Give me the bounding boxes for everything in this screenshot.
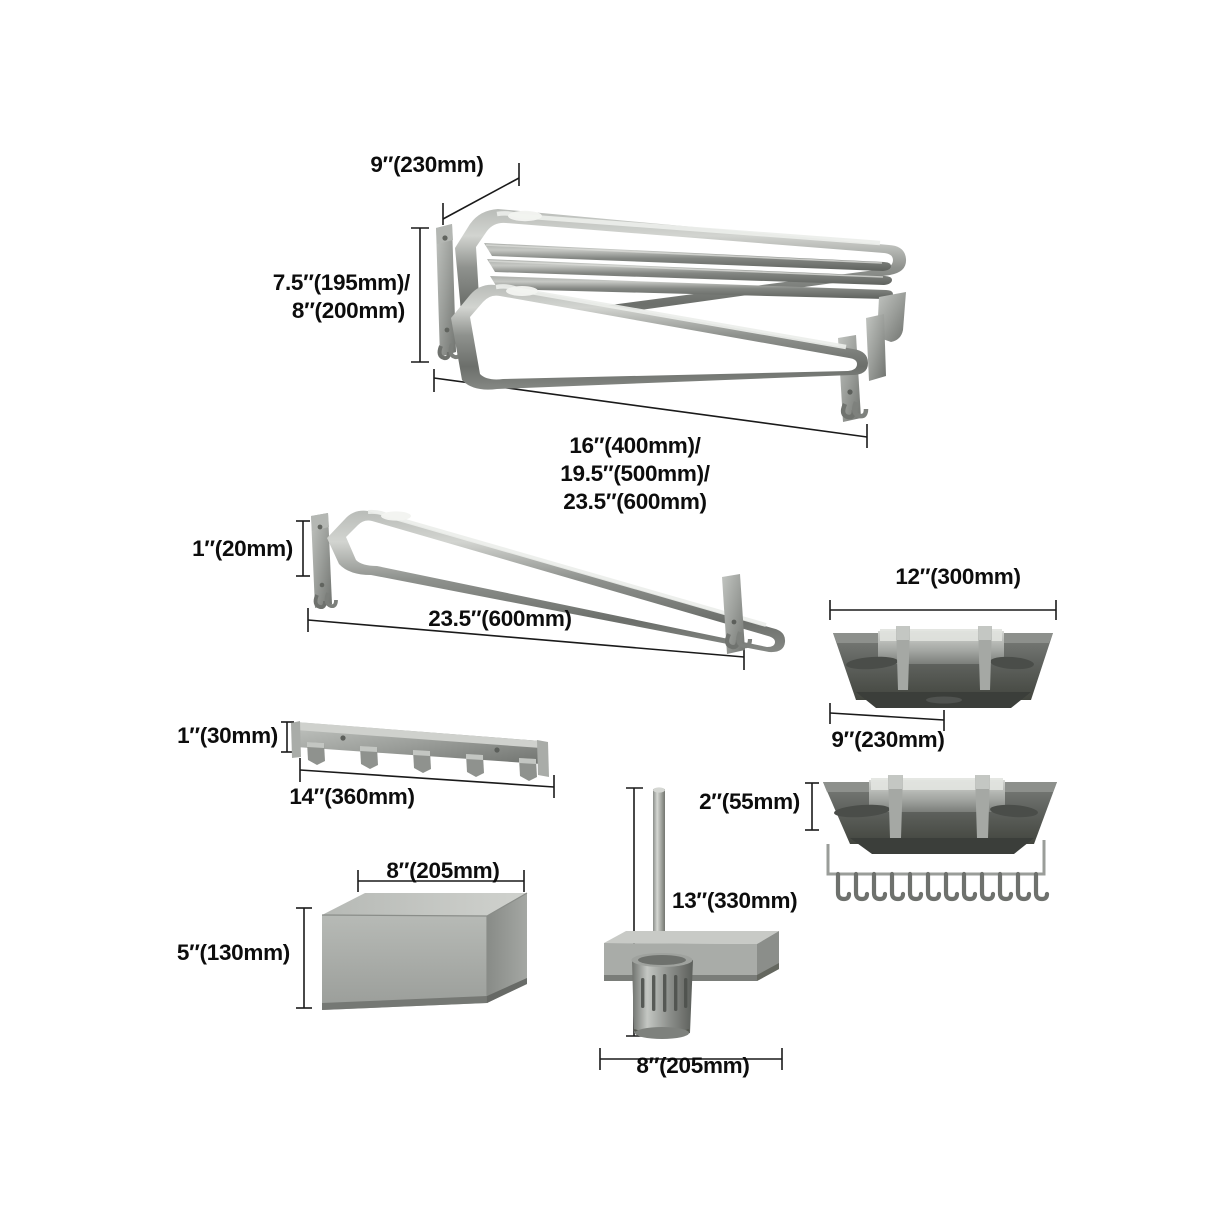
label-rack-width-line2: 19.5″(500mm)/ xyxy=(560,461,710,486)
product-tissue-box xyxy=(321,892,528,1010)
label-shelf-depth: 9″(230mm) xyxy=(831,727,945,752)
label-hookshelf-height: 2″(55mm) xyxy=(699,789,800,814)
dim-box-width xyxy=(357,870,525,892)
dim-shelf-width xyxy=(829,600,1057,620)
label-rack-height-line1: 7.5″(195mm)/ xyxy=(272,270,411,295)
dim-rack-depth xyxy=(442,163,520,225)
label-bar-width: 23.5″(600mm) xyxy=(428,606,572,631)
dim-brush-width xyxy=(599,1048,783,1070)
dim-rack-height xyxy=(411,227,429,363)
label-rack-width-line1: 16″(400mm)/ xyxy=(569,433,701,458)
product-single-towel-bar xyxy=(311,509,786,654)
label-hookrail-height: 1″(30mm) xyxy=(177,723,278,748)
product-shelf-with-hooks xyxy=(823,775,1057,902)
label-hookrail-width: 14″(360mm) xyxy=(289,784,415,809)
label-box-width: 8″(205mm) xyxy=(386,858,500,883)
label-rack-depth: 9″(230mm) xyxy=(370,152,484,177)
label-shelf-width: 12″(300mm) xyxy=(895,564,1021,589)
product-toilet-brush-holder xyxy=(604,787,779,1039)
label-rack-width-line3: 23.5″(600mm) xyxy=(563,489,707,514)
product-hook-rail xyxy=(291,721,549,781)
dim-box-height xyxy=(296,907,312,1009)
label-box-height: 5″(130mm) xyxy=(176,940,290,965)
product-corner-shelf xyxy=(833,626,1053,708)
dim-shelf-depth xyxy=(829,703,945,731)
label-bar-depth: 1″(20mm) xyxy=(192,536,293,561)
dim-hookshelf-height xyxy=(805,782,819,831)
product-double-towel-rack xyxy=(436,209,907,422)
dim-bar-depth xyxy=(296,520,310,577)
dim-hookrail-width xyxy=(299,758,555,798)
label-brush-width: 8″(205mm) xyxy=(636,1053,750,1078)
label-brush-height: 13″(330mm) xyxy=(672,888,798,913)
label-rack-height-line2: 8″(200mm) xyxy=(291,298,405,323)
